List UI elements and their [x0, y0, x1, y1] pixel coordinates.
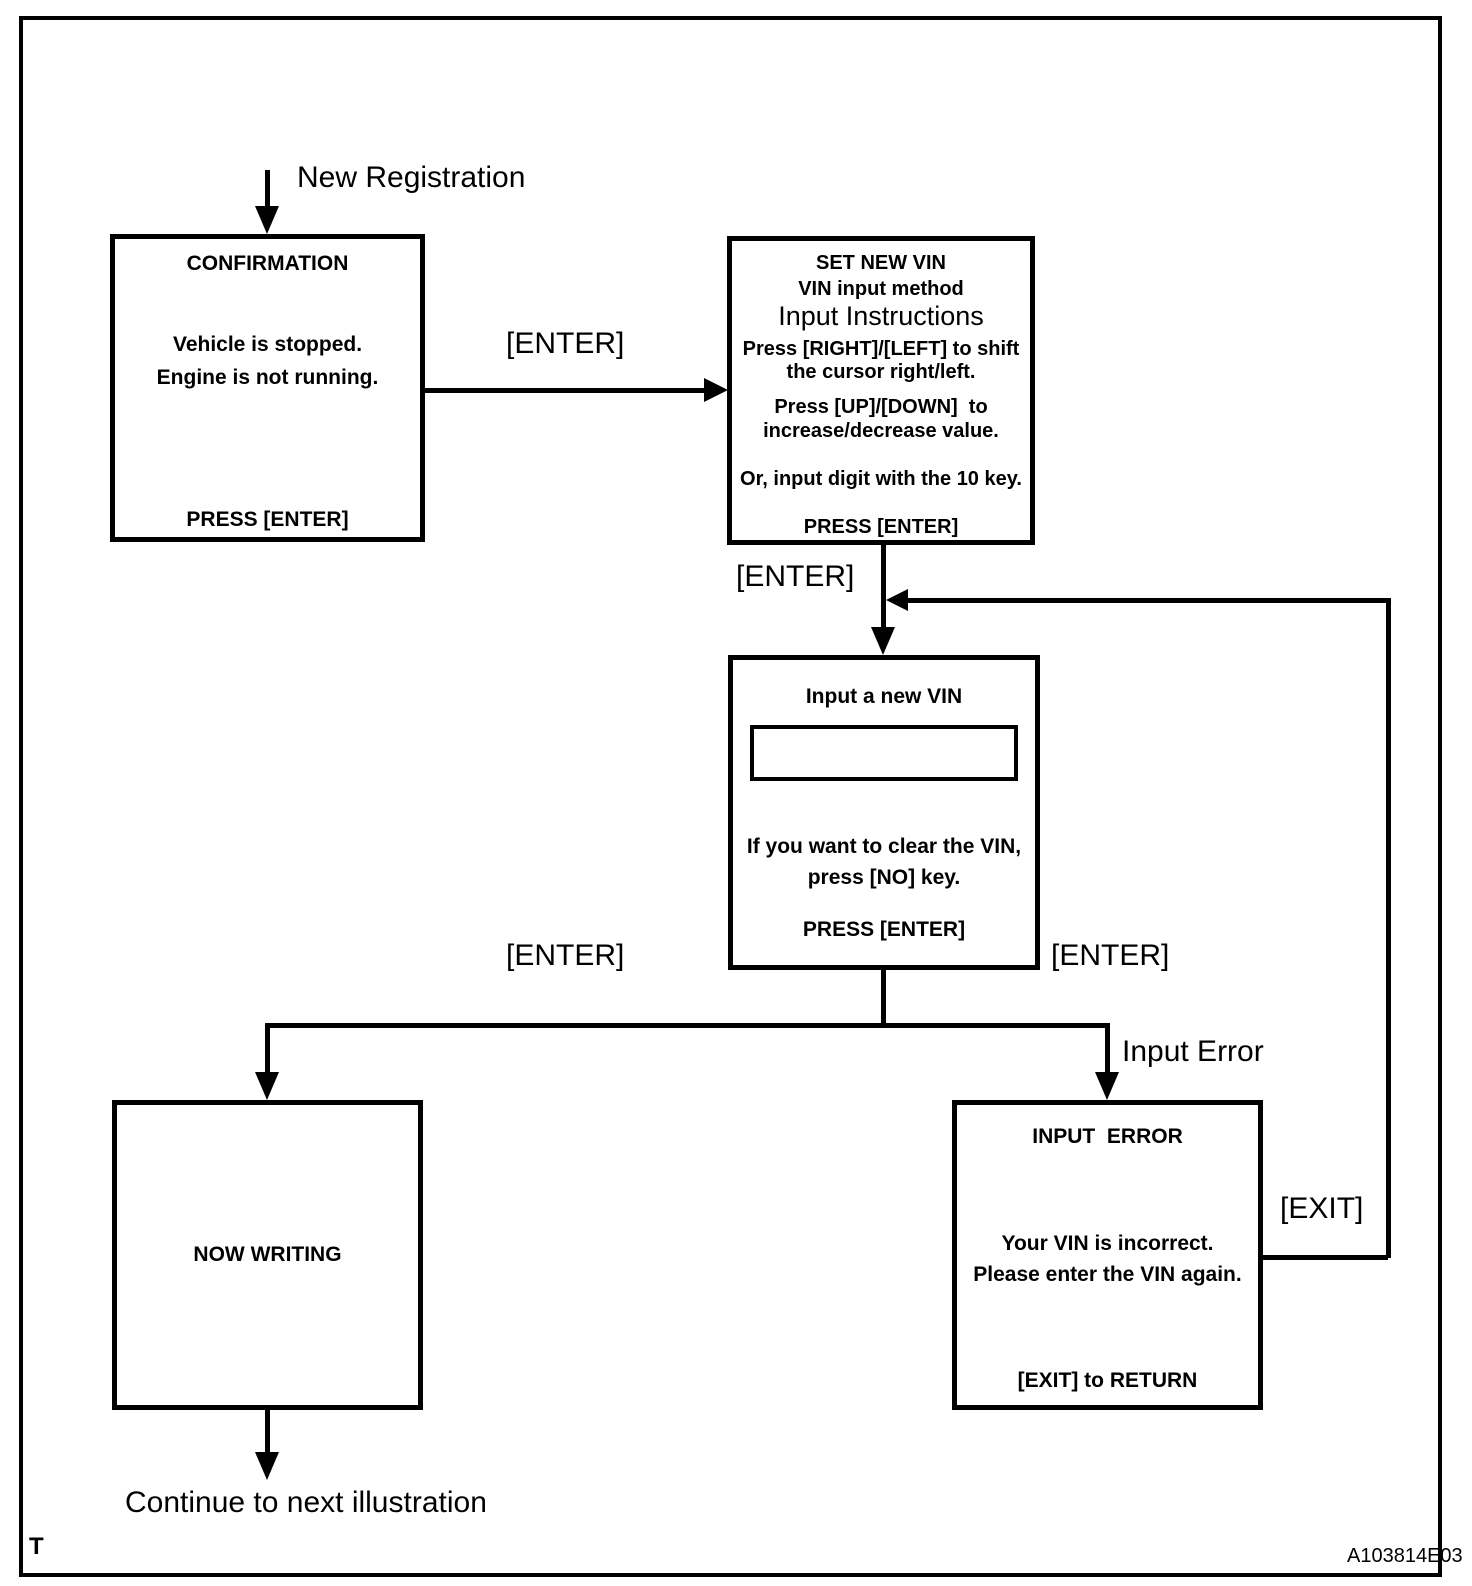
press-enter-text: PRESS [ENTER]	[186, 508, 349, 531]
exit-label: [EXIT]	[1280, 1192, 1364, 1225]
branch-right-leg	[1105, 1023, 1110, 1075]
exit-to-return-text: [EXIT] to RETURN	[1017, 1369, 1198, 1392]
branch-left-leg	[265, 1023, 270, 1075]
instruction-line: the cursor right/left.	[786, 361, 976, 383]
right-arrowhead-icon	[704, 378, 728, 402]
now-writing-screen: NOW WRITING	[112, 1100, 423, 1410]
vin-input-field	[750, 725, 1018, 781]
set-new-vin-screen: SET NEW VIN VIN input method Input Instr…	[727, 236, 1035, 545]
screen-text: Your VIN is incorrect.Please enter the V…	[973, 1232, 1242, 1286]
screen-subtitle: VIN input method	[798, 278, 964, 300]
instruction-line: increase/decrease value.	[763, 420, 999, 442]
continue-arrow-line	[265, 1410, 270, 1454]
corner-mark: T	[29, 1533, 44, 1560]
down-arrowhead-icon	[871, 627, 895, 655]
start-arrow-line	[265, 170, 270, 210]
instruction-line: Or, input digit with the 10 key.	[740, 468, 1022, 490]
down-arrowhead-icon	[255, 1452, 279, 1480]
screen-title: NOW WRITING	[193, 1242, 342, 1266]
branch-line	[265, 1023, 1110, 1028]
input-error-screen: INPUT ERROR Your VIN is incorrect.Please…	[952, 1100, 1263, 1410]
start-label: New Registration	[297, 161, 526, 194]
connector-confirm-to-set	[425, 388, 712, 393]
confirmation-screen: CONFIRMATION Vehicle is stopped.Engine i…	[110, 234, 425, 542]
down-arrowhead-icon	[255, 206, 279, 234]
continue-label: Continue to next illustration	[125, 1486, 487, 1519]
down-arrowhead-icon	[255, 1072, 279, 1100]
instruction-line: Press [RIGHT]/[LEFT] to shift	[742, 338, 1020, 360]
screen-title: SET NEW VIN	[815, 252, 946, 274]
connector-input-down	[881, 968, 886, 1026]
screen-text: If you want to clear the VIN,press [NO] …	[746, 835, 1022, 889]
return-line-right	[1386, 598, 1391, 1258]
screen-title: CONFIRMATION	[186, 252, 349, 275]
down-arrowhead-icon	[1095, 1072, 1119, 1100]
input-error-edge-label: Input Error	[1122, 1035, 1264, 1068]
input-vin-screen: Input a new VIN If you want to clear the…	[728, 655, 1040, 970]
return-line-exit	[1263, 1255, 1388, 1260]
enter-label-set-to-input: [ENTER]	[736, 560, 855, 593]
press-enter-text: PRESS [ENTER]	[803, 516, 959, 538]
input-instructions-heading: Input Instructions	[778, 301, 984, 331]
return-line-top	[906, 598, 1388, 603]
press-enter-text: PRESS [ENTER]	[802, 918, 966, 941]
enter-label-to-writing: [ENTER]	[506, 939, 625, 972]
connector-set-to-input	[881, 545, 886, 629]
screen-text: Vehicle is stopped.Engine is not running…	[156, 333, 379, 389]
page-border	[19, 16, 1442, 1577]
instruction-line: Press [UP]/[DOWN] to	[774, 396, 988, 418]
figure-code: A103814E03	[1347, 1545, 1463, 1567]
screen-title: INPUT ERROR	[1032, 1125, 1183, 1148]
enter-label-to-error: [ENTER]	[1051, 939, 1170, 972]
screen-title: Input a new VIN	[805, 685, 963, 708]
left-arrowhead-icon	[886, 589, 908, 611]
enter-label-confirm-to-set: [ENTER]	[506, 327, 625, 360]
